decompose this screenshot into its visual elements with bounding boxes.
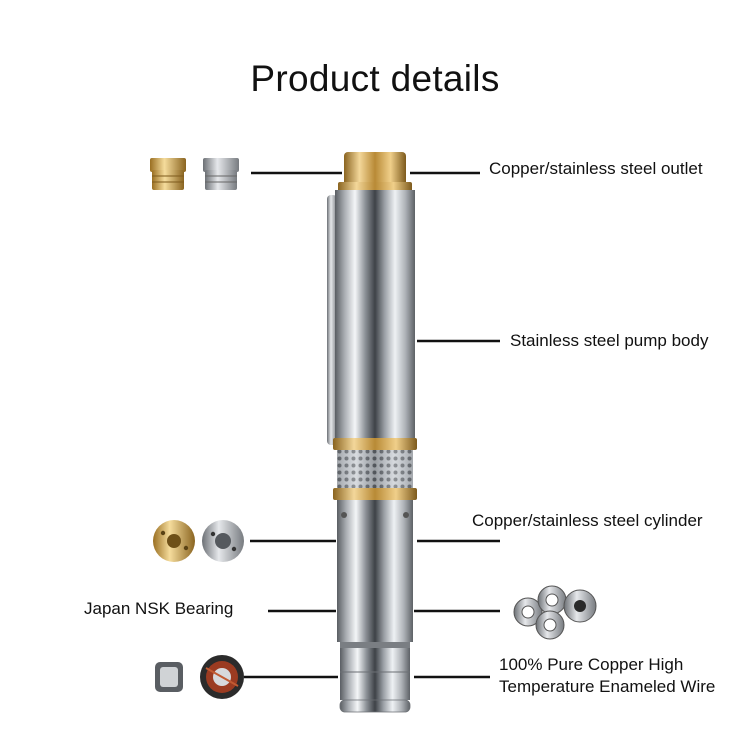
label-outlet: Copper/stainless steel outlet	[489, 159, 703, 178]
label-wire-line2: Temperature Enameled Wire	[499, 677, 716, 696]
label-cylinder: Copper/stainless steel cylinder	[472, 511, 703, 530]
pump	[327, 152, 417, 713]
bearing-parts	[513, 585, 597, 640]
connector-lines	[244, 171, 500, 679]
label-wire-line1: 100% Pure Copper High	[499, 655, 684, 674]
cylinder-parts	[153, 520, 244, 562]
pump-body	[335, 190, 415, 440]
label-pump-body: Stainless steel pump body	[510, 331, 709, 350]
motor-body	[337, 500, 413, 642]
label-bearing: Japan NSK Bearing	[84, 599, 234, 618]
outlet-fittings	[150, 158, 239, 190]
cable-guard	[327, 195, 337, 445]
page-title: Product details	[250, 58, 500, 99]
outlet-head	[344, 152, 406, 188]
stator-parts	[155, 655, 244, 699]
